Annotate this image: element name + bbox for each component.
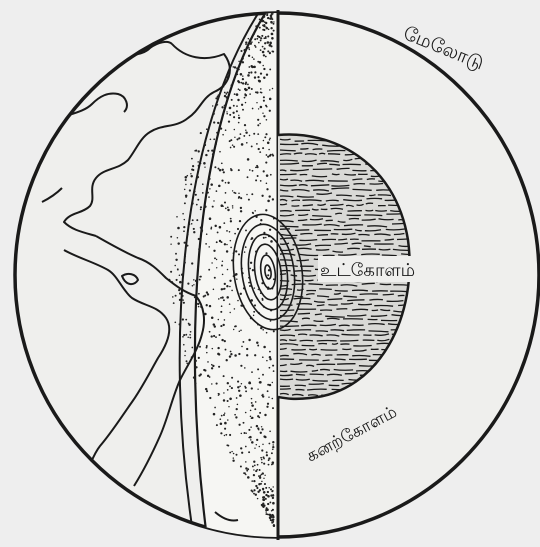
continent-south-america-east — [133, 295, 205, 487]
island-small — [121, 272, 139, 286]
continent-central-america — [95, 235, 197, 297]
inner-core-label: உட்கோளம் — [320, 260, 415, 281]
continent-north-america — [63, 43, 231, 237]
crust-dots — [168, 13, 276, 528]
crust-inner-edge — [178, 13, 264, 537]
island-arc — [41, 187, 63, 203]
antarctica-edge — [214, 511, 239, 522]
inner-core-label-backing — [318, 256, 416, 282]
inner-core — [232, 213, 304, 331]
continent-west-coast — [59, 92, 128, 119]
continents — [41, 40, 239, 522]
crust-band — [193, 13, 280, 537]
